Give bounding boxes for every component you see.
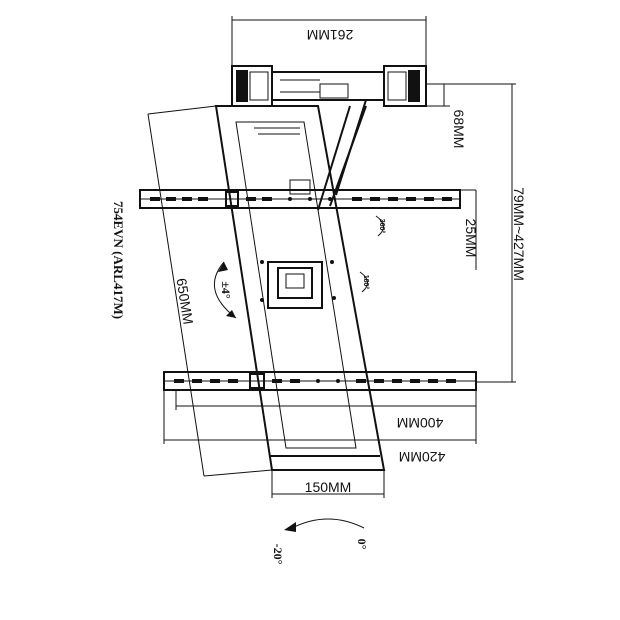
- lower-rail-holes: [174, 379, 456, 383]
- label-79mm-427mm: 79MM~427MM: [511, 187, 527, 281]
- dim-frame-height: 650MM: [147, 105, 273, 477]
- arm-frame: [214, 99, 386, 471]
- upper-rail-holes: [150, 197, 452, 201]
- label-68mm: 68MM: [451, 110, 467, 149]
- dim-rail-gap: 25MM: [460, 189, 479, 270]
- label-420mm: 420MM: [399, 449, 446, 465]
- dim-vesa-outer: 420MM: [163, 390, 477, 465]
- dim-wall-plate-width: 261MM: [231, 16, 427, 66]
- label-tilt: ±4°: [219, 281, 233, 299]
- dim-bottom-width: 150MM: [271, 470, 385, 498]
- dim-arm-offset: 68MM: [426, 83, 516, 149]
- label-rotate-end: -20°: [271, 544, 285, 565]
- tilt-indicator: ±4°: [214, 261, 237, 319]
- label-150mm: 150MM: [305, 479, 352, 495]
- label-360: 360°: [378, 219, 386, 234]
- swivel-indicators: 360° 180°: [359, 215, 386, 293]
- lower-rail: [163, 371, 477, 391]
- upper-rail: [139, 189, 461, 209]
- model-label: 754EVN (ARL417M): [111, 201, 126, 319]
- rotation-indicator: 0° -20°: [271, 518, 369, 565]
- dim-vesa-inner: 400MM: [175, 390, 477, 431]
- label-400mm: 400MM: [397, 415, 444, 431]
- wall-bracket: [231, 65, 427, 107]
- dim-extension: 79MM~427MM: [476, 84, 527, 383]
- label-rotate-start: 0°: [355, 539, 369, 550]
- label-25mm: 25MM: [463, 219, 479, 258]
- label-180: 180°: [362, 275, 370, 290]
- label-261mm: 261MM: [307, 27, 354, 43]
- label-650mm: 650MM: [173, 277, 196, 326]
